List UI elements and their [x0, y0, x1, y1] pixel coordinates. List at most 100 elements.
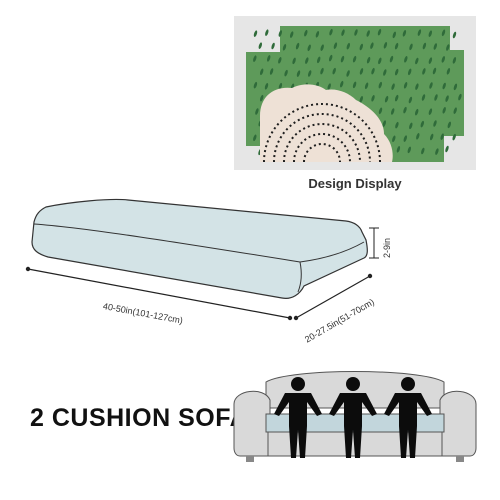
design-dot — [415, 83, 419, 90]
sofa-arm-left — [233, 390, 271, 457]
design-dot — [320, 44, 324, 51]
sofa-leg-left — [246, 456, 254, 462]
design-dot — [378, 81, 382, 89]
design-striped-arc — [263, 103, 381, 163]
design-dot — [453, 107, 457, 114]
sofa-person — [274, 377, 322, 458]
design-dot — [282, 44, 287, 51]
design-dot — [415, 108, 419, 116]
design-dot — [428, 57, 433, 64]
design-dot — [320, 67, 324, 75]
design-dot — [265, 29, 269, 36]
design-dot — [404, 56, 408, 63]
sofa-leg-right — [456, 456, 464, 462]
design-dot — [304, 29, 308, 37]
design-dot — [267, 55, 271, 62]
design-dot — [452, 133, 456, 141]
length-dimension-dot-right — [287, 315, 293, 321]
design-dot — [346, 70, 350, 77]
design-dot — [428, 108, 433, 115]
length-dimension-line — [27, 268, 291, 319]
design-dot — [346, 42, 350, 50]
cushion-diagram — [25, 198, 379, 321]
design-dot — [332, 67, 336, 75]
width-dimension-dot-left — [293, 315, 299, 321]
design-dot — [403, 106, 407, 114]
design-dot — [359, 43, 363, 51]
design-dot — [442, 82, 446, 90]
design-dot — [452, 31, 457, 39]
design-dot — [253, 55, 257, 62]
design-dot — [378, 57, 382, 65]
design-dot — [359, 96, 363, 103]
design-dot — [329, 28, 333, 36]
design-dot — [391, 83, 395, 90]
design-striped-arcs — [263, 103, 381, 163]
design-dot — [408, 68, 412, 76]
cushion-corner-seam — [297, 261, 302, 293]
design-dot — [441, 29, 446, 37]
design-dot — [422, 68, 426, 75]
design-display-caption: Design Display — [308, 176, 402, 191]
design-dot — [415, 57, 419, 65]
design-dot — [366, 30, 370, 37]
design-dot — [458, 93, 462, 101]
design-dot — [329, 54, 333, 62]
design-dot — [359, 68, 364, 75]
design-dot — [364, 82, 369, 90]
design-dot — [382, 120, 386, 127]
design-dot — [264, 83, 269, 90]
design-striped-arc — [283, 123, 361, 163]
design-dot — [409, 43, 413, 51]
sofa-arm-right — [439, 390, 477, 457]
design-dot — [278, 57, 282, 64]
design-dot — [383, 42, 388, 49]
design-dot — [271, 42, 275, 50]
design-dot — [377, 28, 382, 36]
height-label: 2-9in — [382, 237, 392, 258]
design-dot — [295, 42, 300, 50]
design-dot — [416, 133, 420, 140]
design-pattern-image — [246, 26, 464, 163]
design-dot — [446, 44, 450, 51]
design-dot — [305, 57, 309, 64]
design-dot — [421, 147, 425, 155]
design-dot — [445, 95, 449, 102]
design-dot — [420, 120, 424, 128]
design-dot — [429, 82, 433, 89]
design-dot — [292, 57, 296, 65]
design-dot — [446, 68, 451, 75]
design-dot — [255, 108, 259, 115]
design-dot — [378, 107, 383, 115]
design-dot — [441, 56, 445, 63]
design-dot — [453, 83, 458, 91]
design-dot — [352, 81, 357, 89]
design-dot — [403, 135, 407, 142]
design-dot — [258, 42, 262, 49]
design-dot — [253, 30, 258, 37]
width-dimension-dot-right — [367, 273, 373, 279]
design-dot — [395, 121, 399, 129]
design-dot — [428, 30, 432, 37]
design-dot — [315, 31, 320, 38]
design-dot — [253, 134, 257, 142]
design-dot — [447, 121, 451, 129]
design-dot — [260, 94, 264, 102]
design-dot — [354, 29, 358, 36]
design-dot — [394, 42, 399, 50]
design-dot — [409, 122, 413, 130]
sofa-people — [274, 377, 432, 458]
design-dot — [290, 31, 294, 38]
design-dot — [434, 94, 438, 101]
design-dot — [340, 80, 344, 88]
design-dot — [433, 43, 437, 50]
design-dot — [435, 148, 439, 155]
design-striped-arc — [273, 113, 371, 163]
cushion-shape — [31, 198, 368, 299]
design-dot — [417, 29, 422, 36]
design-dot — [296, 70, 301, 77]
design-dot — [333, 42, 338, 49]
design-dot — [317, 56, 321, 64]
design-dot — [341, 29, 345, 36]
design-dot — [352, 55, 357, 63]
